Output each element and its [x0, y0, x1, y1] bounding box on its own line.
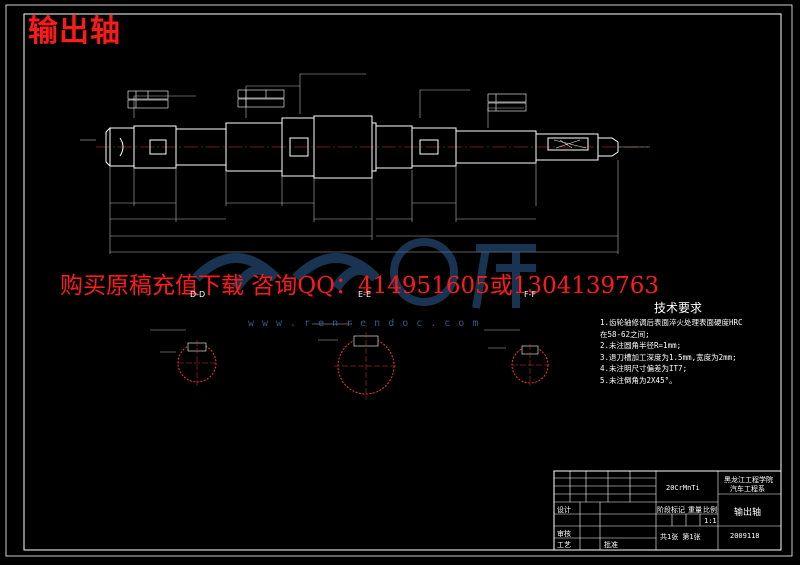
tb-process: 工艺 [557, 541, 571, 549]
tech-item: 3.退刀槽加工深度为1.5mm,宽度为2mm; [600, 352, 737, 362]
tb-stage: 阶段标记 [657, 506, 685, 514]
tb-drawing-no: 2009118 [730, 532, 760, 540]
tb-material: 20CrMnTi [666, 484, 700, 492]
tech-item: 在58-62之间; [600, 329, 650, 339]
tech-item: 5.未注倒角为2X45°。 [600, 375, 677, 385]
watermark-url: www.renrendoc.com [248, 318, 487, 329]
tb-check: 审核 [557, 530, 571, 538]
tech-item: 1.齿轮轴修调后表面淬火处理表面硬度HRC [600, 318, 743, 327]
outer-frame [5, 4, 793, 557]
tb-weight: 重量 [688, 506, 702, 514]
title-block-grid [553, 470, 782, 551]
section-d [150, 329, 217, 386]
tech-item: 4.未注明尺寸偏差为IT7; [600, 364, 688, 374]
tb-scale: 1:1 [704, 517, 717, 525]
page-title: 输出轴 [28, 14, 121, 49]
section-e [312, 323, 398, 400]
tech-requirements-title: 技术要求 [654, 301, 703, 315]
watermark-logo [192, 238, 536, 309]
section-f [484, 329, 549, 386]
tb-school: 黑龙江工程学院 [724, 476, 773, 484]
dimension-lines [80, 73, 650, 254]
tech-requirements-list: 1.齿轮轴修调后表面淬火处理表面硬度HRC 在58-62之间; 2.未注圆角半径… [600, 317, 743, 387]
section-d-label: D-D [190, 290, 206, 299]
inner-frame [23, 13, 782, 551]
shaft-outline [105, 115, 619, 179]
tb-part-name: 输出轴 [734, 508, 762, 518]
tech-item: 2.未注圆角半径R=1mm; [600, 341, 682, 351]
tb-scale-head: 比例 [703, 506, 717, 514]
section-e-label: E-E [358, 290, 371, 299]
purchase-banner: 购买原稿充值下载 咨询QQ：414951605或1304139763 [60, 273, 660, 299]
tolerance-frames [127, 89, 527, 112]
tb-approve: 批准 [604, 541, 618, 549]
tb-design: 设计 [557, 506, 571, 514]
section-f-label: F-F [524, 290, 537, 299]
tb-sheet: 共1张 第1张 [660, 533, 701, 541]
tb-dept: 汽车工程系 [730, 485, 765, 493]
